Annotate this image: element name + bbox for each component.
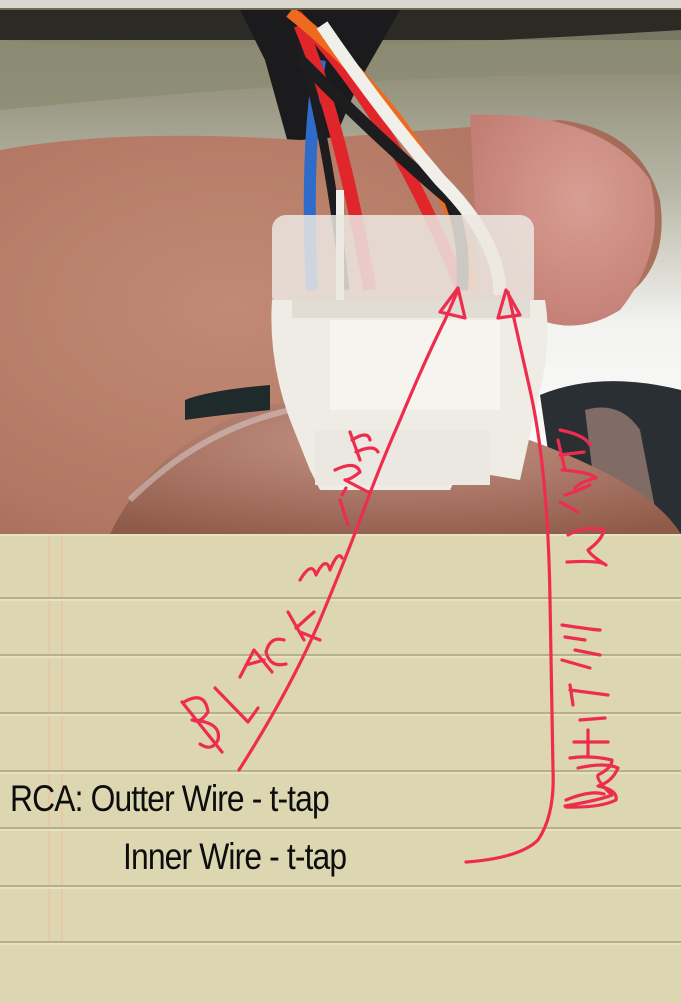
lined-paper: RCA: Outter Wire - t-tap Inner Wire - t-…	[0, 534, 681, 1003]
photo-illustration	[0, 10, 681, 534]
paper-rule	[0, 654, 681, 656]
connector-photo	[0, 10, 681, 534]
paper-rule	[0, 885, 681, 887]
paper-rule	[0, 712, 681, 714]
note-line-rca-outer: RCA: Outter Wire - t-tap	[10, 778, 330, 819]
paper-rule	[0, 597, 681, 599]
paper-rule	[0, 941, 681, 943]
margin-line-right	[61, 536, 63, 942]
paper-rule	[0, 770, 681, 772]
top-status-strip	[0, 0, 681, 10]
note-line-inner: Inner Wire - t-tap	[123, 836, 347, 877]
paper-rule	[0, 827, 681, 829]
margin-line-left	[48, 536, 50, 942]
